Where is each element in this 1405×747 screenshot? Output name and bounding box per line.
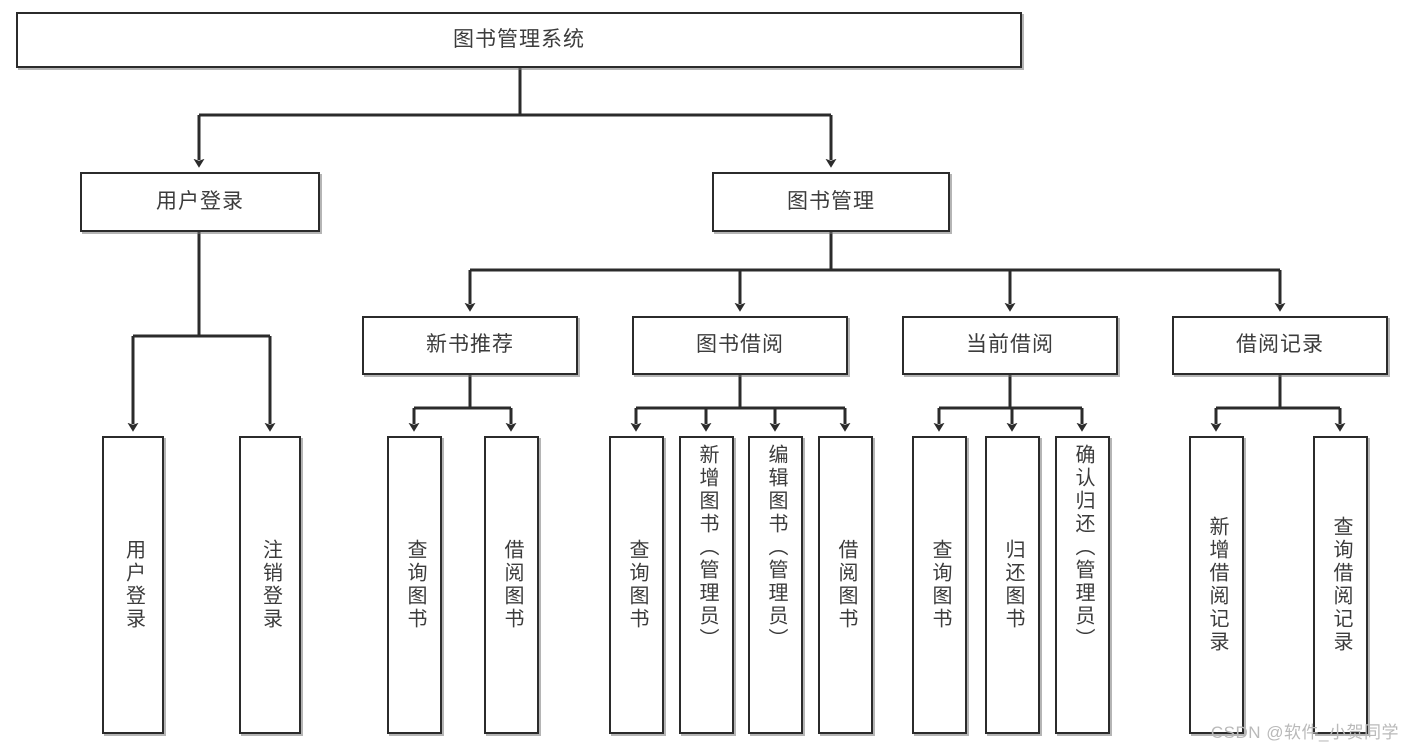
leaf-return-book-label: 归还图书 — [1002, 539, 1024, 631]
leaf-query-book-newbook-label: 查询图书 — [404, 539, 426, 631]
leaf-borrow-book-newbook-label: 借阅图书 — [501, 539, 523, 631]
leaf-edit-book-admin-label: 编辑图书（管理员） — [765, 444, 787, 651]
leaf-query-borrow-record-label: 查询借阅记录 — [1330, 516, 1352, 654]
leaf-logout[interactable]: 注销登录 — [239, 436, 301, 734]
node-user-login-label: 用户登录 — [156, 189, 244, 213]
leaf-query-book-borrow[interactable]: 查询图书 — [609, 436, 664, 734]
leaf-add-borrow-record-label: 新增借阅记录 — [1206, 516, 1228, 654]
leaf-query-book-current-label: 查询图书 — [929, 539, 951, 631]
node-book-management-label: 图书管理 — [787, 189, 875, 213]
node-root-label: 图书管理系统 — [453, 27, 585, 51]
leaf-add-borrow-record[interactable]: 新增借阅记录 — [1189, 436, 1244, 734]
leaf-add-book-admin-label: 新增图书（管理员） — [696, 444, 718, 651]
node-borrow-records-label: 借阅记录 — [1236, 333, 1324, 357]
node-book-borrowing[interactable]: 图书借阅 — [632, 316, 848, 375]
leaf-borrow-book-newbook[interactable]: 借阅图书 — [484, 436, 539, 734]
node-current-borrowing[interactable]: 当前借阅 — [902, 316, 1118, 375]
leaf-edit-book-admin[interactable]: 编辑图书（管理员） — [748, 436, 803, 734]
leaf-confirm-return-admin-label: 确认归还（管理员） — [1072, 444, 1094, 651]
leaf-logout-label: 注销登录 — [259, 539, 282, 631]
leaf-query-borrow-record[interactable]: 查询借阅记录 — [1313, 436, 1368, 734]
leaf-borrow-book-borrow[interactable]: 借阅图书 — [818, 436, 873, 734]
node-new-book-recommendation-label: 新书推荐 — [426, 333, 514, 357]
leaf-query-book-borrow-label: 查询图书 — [626, 539, 648, 631]
leaf-query-book-current[interactable]: 查询图书 — [912, 436, 967, 734]
node-user-login[interactable]: 用户登录 — [80, 172, 320, 232]
node-borrow-records[interactable]: 借阅记录 — [1172, 316, 1388, 375]
leaf-user-login[interactable]: 用户登录 — [102, 436, 164, 734]
node-book-management[interactable]: 图书管理 — [712, 172, 950, 232]
leaf-query-book-newbook[interactable]: 查询图书 — [387, 436, 442, 734]
leaf-borrow-book-borrow-label: 借阅图书 — [835, 539, 857, 631]
leaf-return-book[interactable]: 归还图书 — [985, 436, 1040, 734]
node-book-borrowing-label: 图书借阅 — [696, 333, 784, 357]
node-new-book-recommendation[interactable]: 新书推荐 — [362, 316, 578, 375]
leaf-user-login-label: 用户登录 — [122, 539, 145, 631]
leaf-confirm-return-admin[interactable]: 确认归还（管理员） — [1055, 436, 1110, 734]
leaf-add-book-admin[interactable]: 新增图书（管理员） — [679, 436, 734, 734]
node-root[interactable]: 图书管理系统 — [16, 12, 1022, 68]
node-current-borrowing-label: 当前借阅 — [966, 333, 1054, 357]
